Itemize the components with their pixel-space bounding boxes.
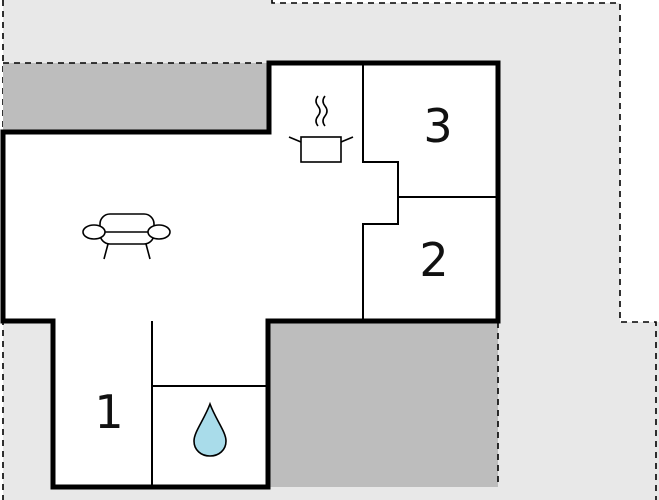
sofa-icon xyxy=(82,213,171,260)
room-number-2: 2 xyxy=(419,233,448,287)
house-interior xyxy=(3,63,498,487)
interior-walls xyxy=(151,63,498,487)
room-number-3: 3 xyxy=(423,99,452,153)
terrace-top-left xyxy=(3,63,269,132)
water-drop-icon xyxy=(193,401,227,457)
room-number-1: 1 xyxy=(94,385,123,439)
cooking-pot-icon xyxy=(288,95,354,163)
terrace-bottom-right xyxy=(268,321,498,487)
exterior-walls xyxy=(0,60,501,490)
